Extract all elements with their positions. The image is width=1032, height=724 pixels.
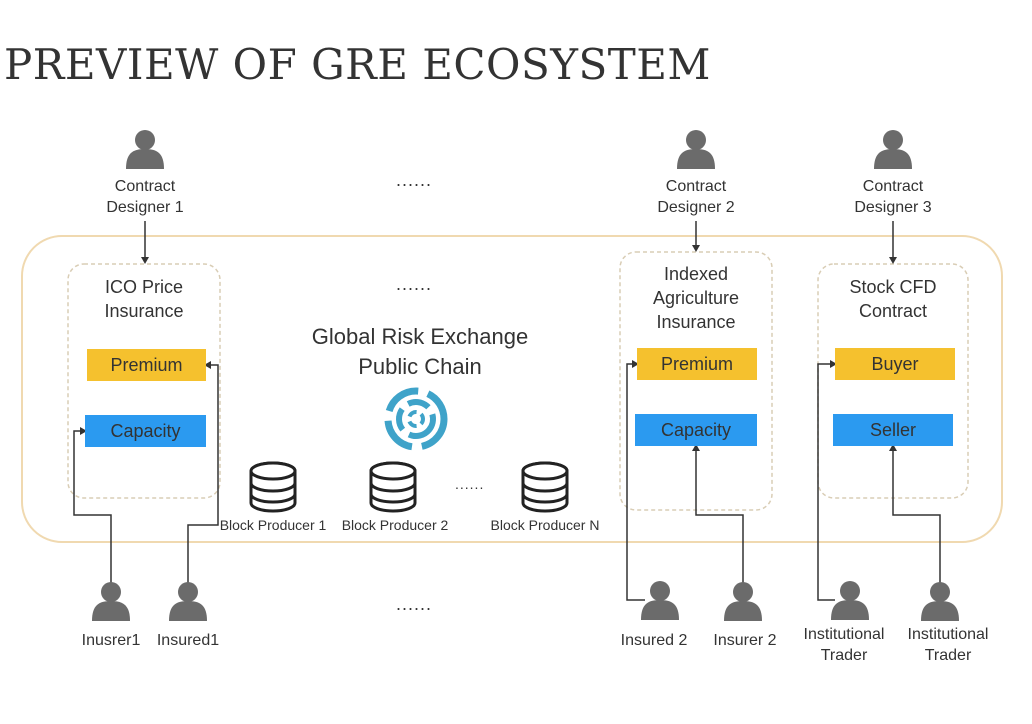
arrowheads <box>80 245 897 451</box>
arrow-premium-ico <box>204 361 211 369</box>
line-insured1-premium <box>187 364 219 584</box>
participant-trader2-label: Institutional Trader <box>898 624 998 666</box>
designer3-label: Contract Designer 3 <box>833 176 953 218</box>
block-producer-n-label: Block Producer N <box>490 517 600 533</box>
participant-insurer1-label: Inusrer1 <box>81 632 141 649</box>
designer1-label: Contract Designer 1 <box>85 176 205 218</box>
card-ico-title-line2: Insurance <box>104 301 184 321</box>
arrow-buyer <box>830 360 837 368</box>
person-icon-insurer2 <box>724 582 762 621</box>
person-icon-designer3 <box>874 130 912 169</box>
ellipsis-participants: ...... <box>396 594 433 614</box>
line-insurer1-capacity <box>73 430 112 584</box>
arrow-designer3 <box>889 257 897 264</box>
person-icon-designer1 <box>126 130 164 169</box>
card-cfd-title: Stock CFD Contract <box>818 275 968 323</box>
card-agri-title-line3: Insurance <box>656 312 736 332</box>
ellipsis-producers: ...... <box>455 476 485 492</box>
database-icon-producer1 <box>249 461 297 513</box>
block-producer-2-label: Block Producer 2 <box>341 517 449 533</box>
card-cfd-title-line2: Contract <box>858 301 928 321</box>
line-trader1-buyer <box>817 363 835 601</box>
participant-trader1-line2: Trader <box>820 647 868 664</box>
participant-trader1-label: Institutional Trader <box>794 624 894 666</box>
card-agri-title-line2: Agriculture <box>652 288 740 308</box>
buyer-pill: Buyer <box>835 348 955 380</box>
ellipsis-designers: ...... <box>396 170 433 190</box>
gre-logo-icon <box>384 387 448 451</box>
card-ico-title-line1: ICO Price <box>104 277 183 297</box>
person-icon-insured1 <box>169 582 207 621</box>
arrow-designer1 <box>141 257 149 264</box>
chain-title: Global Risk Exchange Public Chain <box>270 322 570 382</box>
premium-pill-ico: Premium <box>87 349 206 381</box>
seller-pill: Seller <box>833 414 953 446</box>
database-icon-producer2 <box>369 461 417 513</box>
participant-insured1-label: Insured1 <box>156 632 220 649</box>
chain-title-line1: Global Risk Exchange <box>311 324 529 349</box>
designer1-label-line2: Designer 1 <box>106 199 184 216</box>
person-icon-trader1 <box>831 581 869 620</box>
arrow-capacity-ico <box>80 427 87 435</box>
person-icon-trader2 <box>921 582 959 621</box>
line-insured2-premium <box>626 363 645 601</box>
designer1-label-line1: Contract <box>114 178 176 195</box>
person-icon-insured2 <box>641 581 679 620</box>
person-icon-insurer1 <box>92 582 130 621</box>
participant-trader2-line1: Institutional <box>907 626 989 643</box>
designer2-label: Contract Designer 2 <box>636 176 756 218</box>
premium-pill-agri: Premium <box>637 348 757 380</box>
arrow-capacity-agri <box>692 444 700 451</box>
arrow-designer2 <box>692 245 700 252</box>
person-icon-designer2 <box>677 130 715 169</box>
card-agri-title-line1: Indexed <box>663 264 729 284</box>
participant-insured2-label: Insured 2 <box>620 632 688 649</box>
ellipsis-contracts: ...... <box>396 274 433 294</box>
participant-insurer2-label: Insurer 2 <box>713 632 777 649</box>
card-cfd-title-line1: Stock CFD <box>849 277 937 297</box>
chain-title-line2: Public Chain <box>358 354 482 379</box>
chain-container <box>21 235 1003 543</box>
capacity-pill-agri: Capacity <box>635 414 757 446</box>
arrow-seller <box>889 444 897 451</box>
designer2-label-line1: Contract <box>665 178 727 195</box>
page-title: PREVIEW OF GRE ECOSYSTEM <box>4 40 711 89</box>
participant-trader1-line1: Institutional <box>803 626 885 643</box>
arrow-premium-agri <box>632 360 639 368</box>
designer3-label-line1: Contract <box>862 178 924 195</box>
block-producer-1-label: Block Producer 1 <box>219 517 327 533</box>
participant-trader2-line2: Trader <box>924 647 972 664</box>
card-agri-title: Indexed Agriculture Insurance <box>620 262 772 334</box>
line-insurer2-capacity <box>695 446 744 584</box>
capacity-pill-ico: Capacity <box>85 415 206 447</box>
line-trader2-seller <box>892 446 941 584</box>
card-ico-outline <box>67 263 221 499</box>
designer3-label-line2: Designer 3 <box>854 199 932 216</box>
database-icon-producerN <box>521 461 569 513</box>
card-ico-title: ICO Price Insurance <box>68 275 220 323</box>
designer2-label-line2: Designer 2 <box>657 199 735 216</box>
